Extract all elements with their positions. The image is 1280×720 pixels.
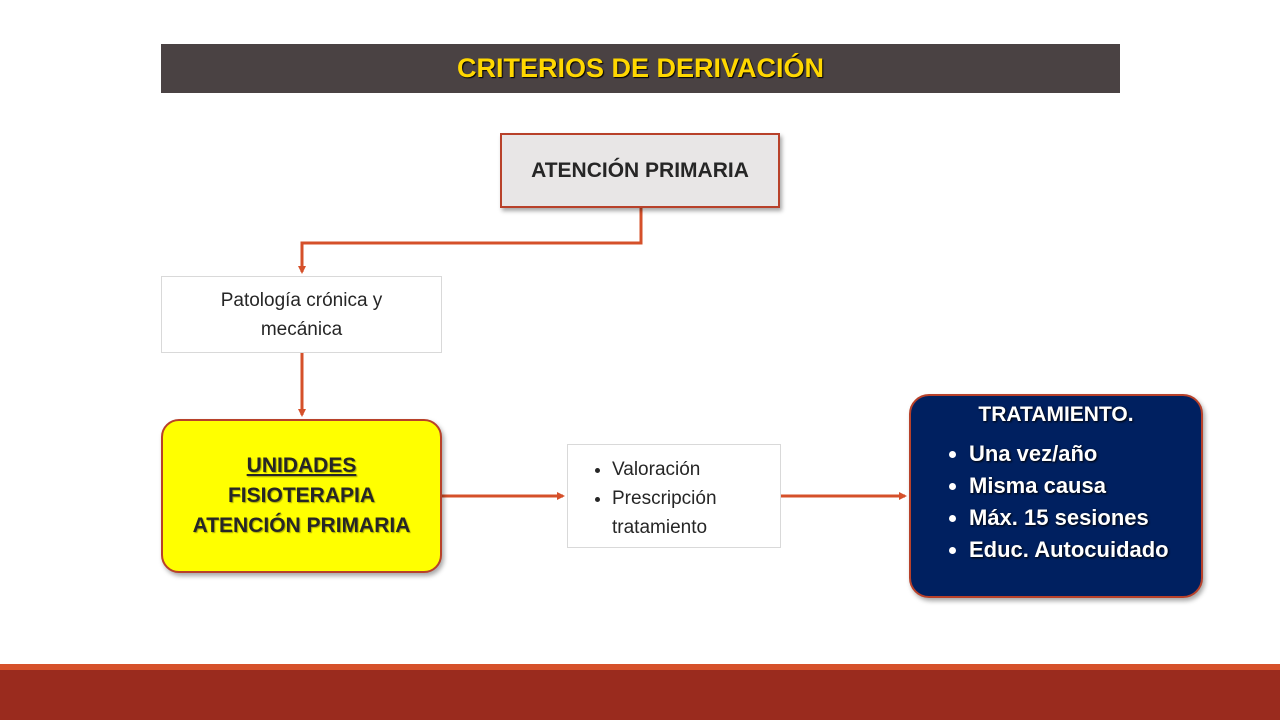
node-unidades-line-3: ATENCIÓN PRIMARIA	[192, 514, 411, 537]
valoracion-item: Valoración	[612, 455, 770, 484]
footer-accent-line	[0, 664, 1280, 670]
tratamiento-item: Misma causa	[969, 470, 1201, 502]
valoracion-item: Prescripción tratamiento	[612, 484, 770, 542]
node-atencion-primaria-label: ATENCIÓN PRIMARIA	[531, 158, 749, 182]
tratamiento-list: Una vez/año Misma causa Máx. 15 sesiones…	[911, 438, 1201, 566]
connector-primary-to-patologia	[298, 208, 643, 274]
footer-band	[0, 664, 1280, 720]
node-tratamiento: TRATAMIENTO. Una vez/año Misma causa Máx…	[909, 394, 1203, 598]
node-unidades-fisioterapia: UNIDADES FISIOTERAPIA ATENCIÓN PRIMARIA	[161, 419, 442, 573]
tratamiento-item: Educ. Autocuidado	[969, 534, 1201, 566]
node-valoracion: Valoración Prescripción tratamiento	[567, 444, 781, 548]
slide-title: CRITERIOS DE DERIVACIÓN	[456, 53, 825, 83]
node-atencion-primaria: ATENCIÓN PRIMARIA	[500, 133, 780, 208]
tratamiento-heading: TRATAMIENTO.	[978, 403, 1134, 426]
node-unidades-line-2: FISIOTERAPIA	[227, 484, 375, 507]
title-bar: CRITERIOS DE DERIVACIÓN	[161, 44, 1120, 93]
node-patologia: Patología crónica y mecánica	[161, 276, 442, 353]
tratamiento-item: Máx. 15 sesiones	[969, 502, 1201, 534]
node-unidades-line-1: UNIDADES	[246, 454, 357, 477]
tratamiento-item: Una vez/año	[969, 438, 1201, 470]
valoracion-list: Valoración Prescripción tratamiento	[578, 455, 770, 542]
node-patologia-label: Patología crónica y mecánica	[220, 289, 383, 340]
